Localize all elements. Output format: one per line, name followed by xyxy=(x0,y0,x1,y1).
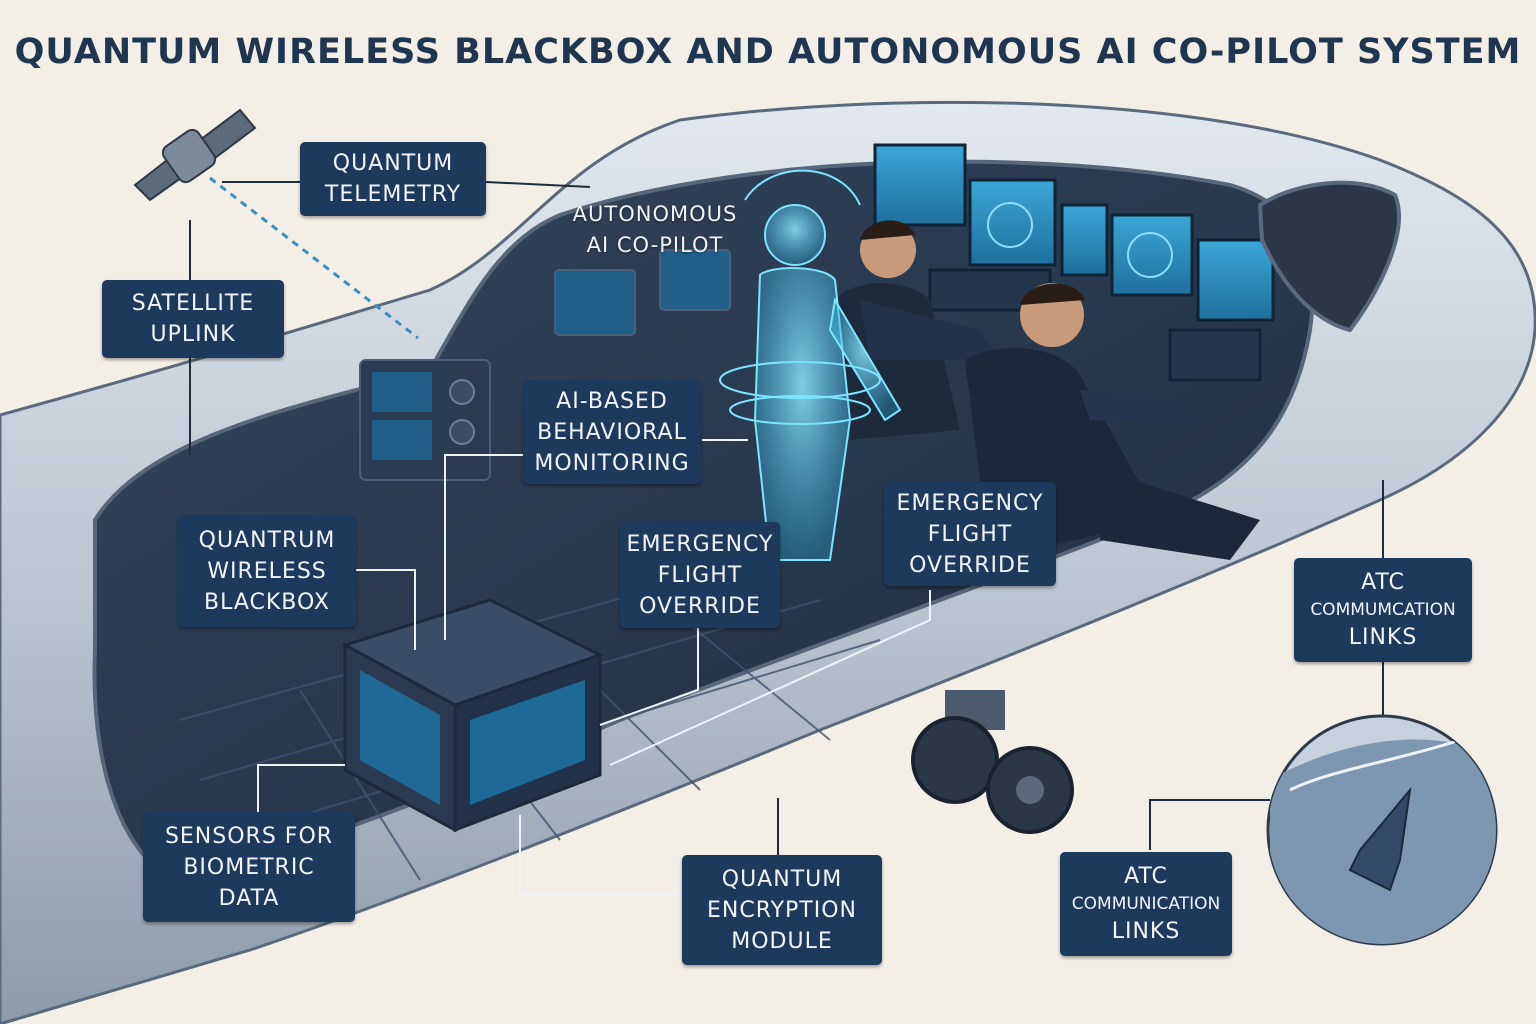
diagram-title: QUANTUM WIRELESS BLACKBOX AND AUTONOMOUS… xyxy=(14,32,1522,72)
label-autonomous-ai-copilot: AUTONOMOUS AI CO-PILOT xyxy=(572,202,738,257)
label-ai-behavioral-monitoring: AI-BASED BEHAVIORAL MONITORING xyxy=(523,380,701,484)
left-wall-panels xyxy=(359,249,731,481)
label-atc-links-top: ATC COMMUMCATION LINKS xyxy=(1294,558,1472,662)
landing-gear xyxy=(911,690,1074,834)
cockpit-window xyxy=(1257,180,1401,333)
callout-lines xyxy=(257,439,931,896)
label-quantum-telemetry: QUANTUM TELEMETRY xyxy=(300,142,486,216)
connector-lines xyxy=(189,181,591,455)
satellite-icon xyxy=(133,108,257,202)
satellite-beam xyxy=(209,176,419,340)
label-quantrum-wireless-blackbox: QUANTRUM WIRELESS BLACKBOX xyxy=(178,515,356,627)
label-sensors-biometric: SENSORS FOR BIOMETRIC DATA xyxy=(143,812,355,922)
atc-detail-magnifier xyxy=(1266,714,1498,946)
hologram-ai-copilot xyxy=(719,169,902,561)
label-emergency-override-left: EMERGENCY FLIGHT OVERRIDE xyxy=(620,522,780,628)
label-quantum-encryption-module: QUANTUM ENCRYPTION MODULE xyxy=(682,855,882,965)
blackbox-cube xyxy=(341,598,604,833)
label-satellite-uplink: SATELLITE UPLINK xyxy=(102,280,284,358)
label-emergency-override-right: EMERGENCY FLIGHT OVERRIDE xyxy=(884,482,1056,586)
label-atc-links-bottom: ATC COMMUNICATION LINKS xyxy=(1060,852,1232,956)
pilot-seated-rear xyxy=(835,220,1000,440)
external-callout-lines xyxy=(777,480,1384,855)
